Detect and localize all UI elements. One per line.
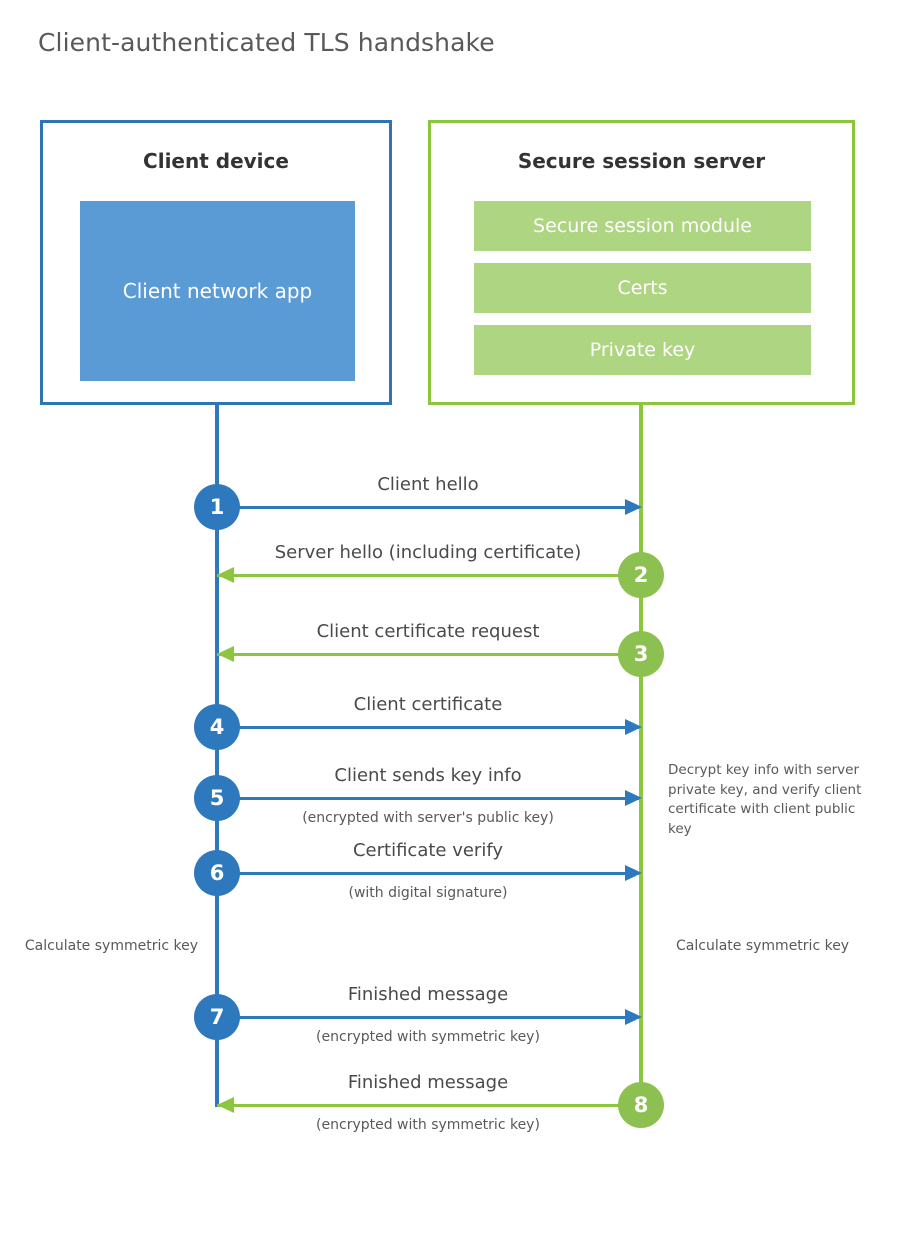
arrow-head-left-icon (217, 646, 234, 662)
annotation-calculate-symmetric-key-server: Calculate symmetric key (676, 938, 850, 954)
arrow-head-left-icon (217, 567, 234, 583)
step-circle-7[interactable]: 7 (194, 994, 240, 1040)
message-arrow-2 (217, 574, 639, 577)
step-circle-2[interactable]: 2 (618, 552, 664, 598)
arrow-head-right-icon (625, 1009, 642, 1025)
message-label-7: Finished message (347, 984, 509, 1005)
arrow-head-right-icon (625, 790, 642, 806)
client-lifeline (215, 404, 219, 1107)
step-circle-3[interactable]: 3 (618, 631, 664, 677)
arrow-head-right-icon (625, 719, 642, 735)
message-sublabel-6: (with digital signature) (348, 885, 508, 901)
server-component-private-key: Private key (474, 325, 811, 375)
message-arrow-5 (217, 797, 639, 800)
arrow-head-right-icon (625, 865, 642, 881)
secure-session-server-title: Secure session server (517, 149, 766, 173)
client-network-app-block: Client network app (80, 201, 355, 381)
message-arrow-7 (217, 1016, 639, 1019)
arrow-head-right-icon (625, 499, 642, 515)
page-title: Client-authenticated TLS handshake (38, 28, 495, 57)
server-lifeline (639, 404, 643, 1107)
message-sublabel-5: (encrypted with server's public key) (302, 810, 554, 826)
step-circle-6[interactable]: 6 (194, 850, 240, 896)
message-label-5: Client sends key info (334, 765, 522, 786)
server-components-stack: Secure session module Certs Private key (474, 201, 811, 375)
annotation-decrypt-key-info: Decrypt key info with server private key… (668, 762, 862, 837)
message-sublabel-8: (encrypted with symmetric key) (316, 1117, 540, 1133)
message-label-8: Finished message (347, 1072, 509, 1093)
message-arrow-3 (217, 653, 639, 656)
message-label-2: Server hello (including certificate) (274, 542, 582, 563)
arrow-head-left-icon (217, 1097, 234, 1113)
message-arrow-1 (217, 506, 639, 509)
message-arrow-4 (217, 726, 639, 729)
message-arrow-8 (217, 1104, 639, 1107)
step-circle-4[interactable]: 4 (194, 704, 240, 750)
message-label-6: Certificate verify (352, 840, 504, 861)
step-circle-5[interactable]: 5 (194, 775, 240, 821)
server-component-secure-session-module: Secure session module (474, 201, 811, 251)
client-device-title: Client device (143, 149, 289, 173)
annotation-calculate-symmetric-key-client: Calculate symmetric key (24, 938, 198, 954)
message-label-3: Client certificate request (316, 621, 540, 642)
step-circle-8[interactable]: 8 (618, 1082, 664, 1128)
server-component-certs: Certs (474, 263, 811, 313)
message-label-4: Client certificate (353, 694, 503, 715)
step-circle-1[interactable]: 1 (194, 484, 240, 530)
message-arrow-6 (217, 872, 639, 875)
message-label-1: Client hello (377, 474, 479, 495)
client-device-box: Client device Client network app (40, 120, 392, 405)
secure-session-server-box: Secure session server Secure session mod… (428, 120, 855, 405)
message-sublabel-7: (encrypted with symmetric key) (316, 1029, 540, 1045)
